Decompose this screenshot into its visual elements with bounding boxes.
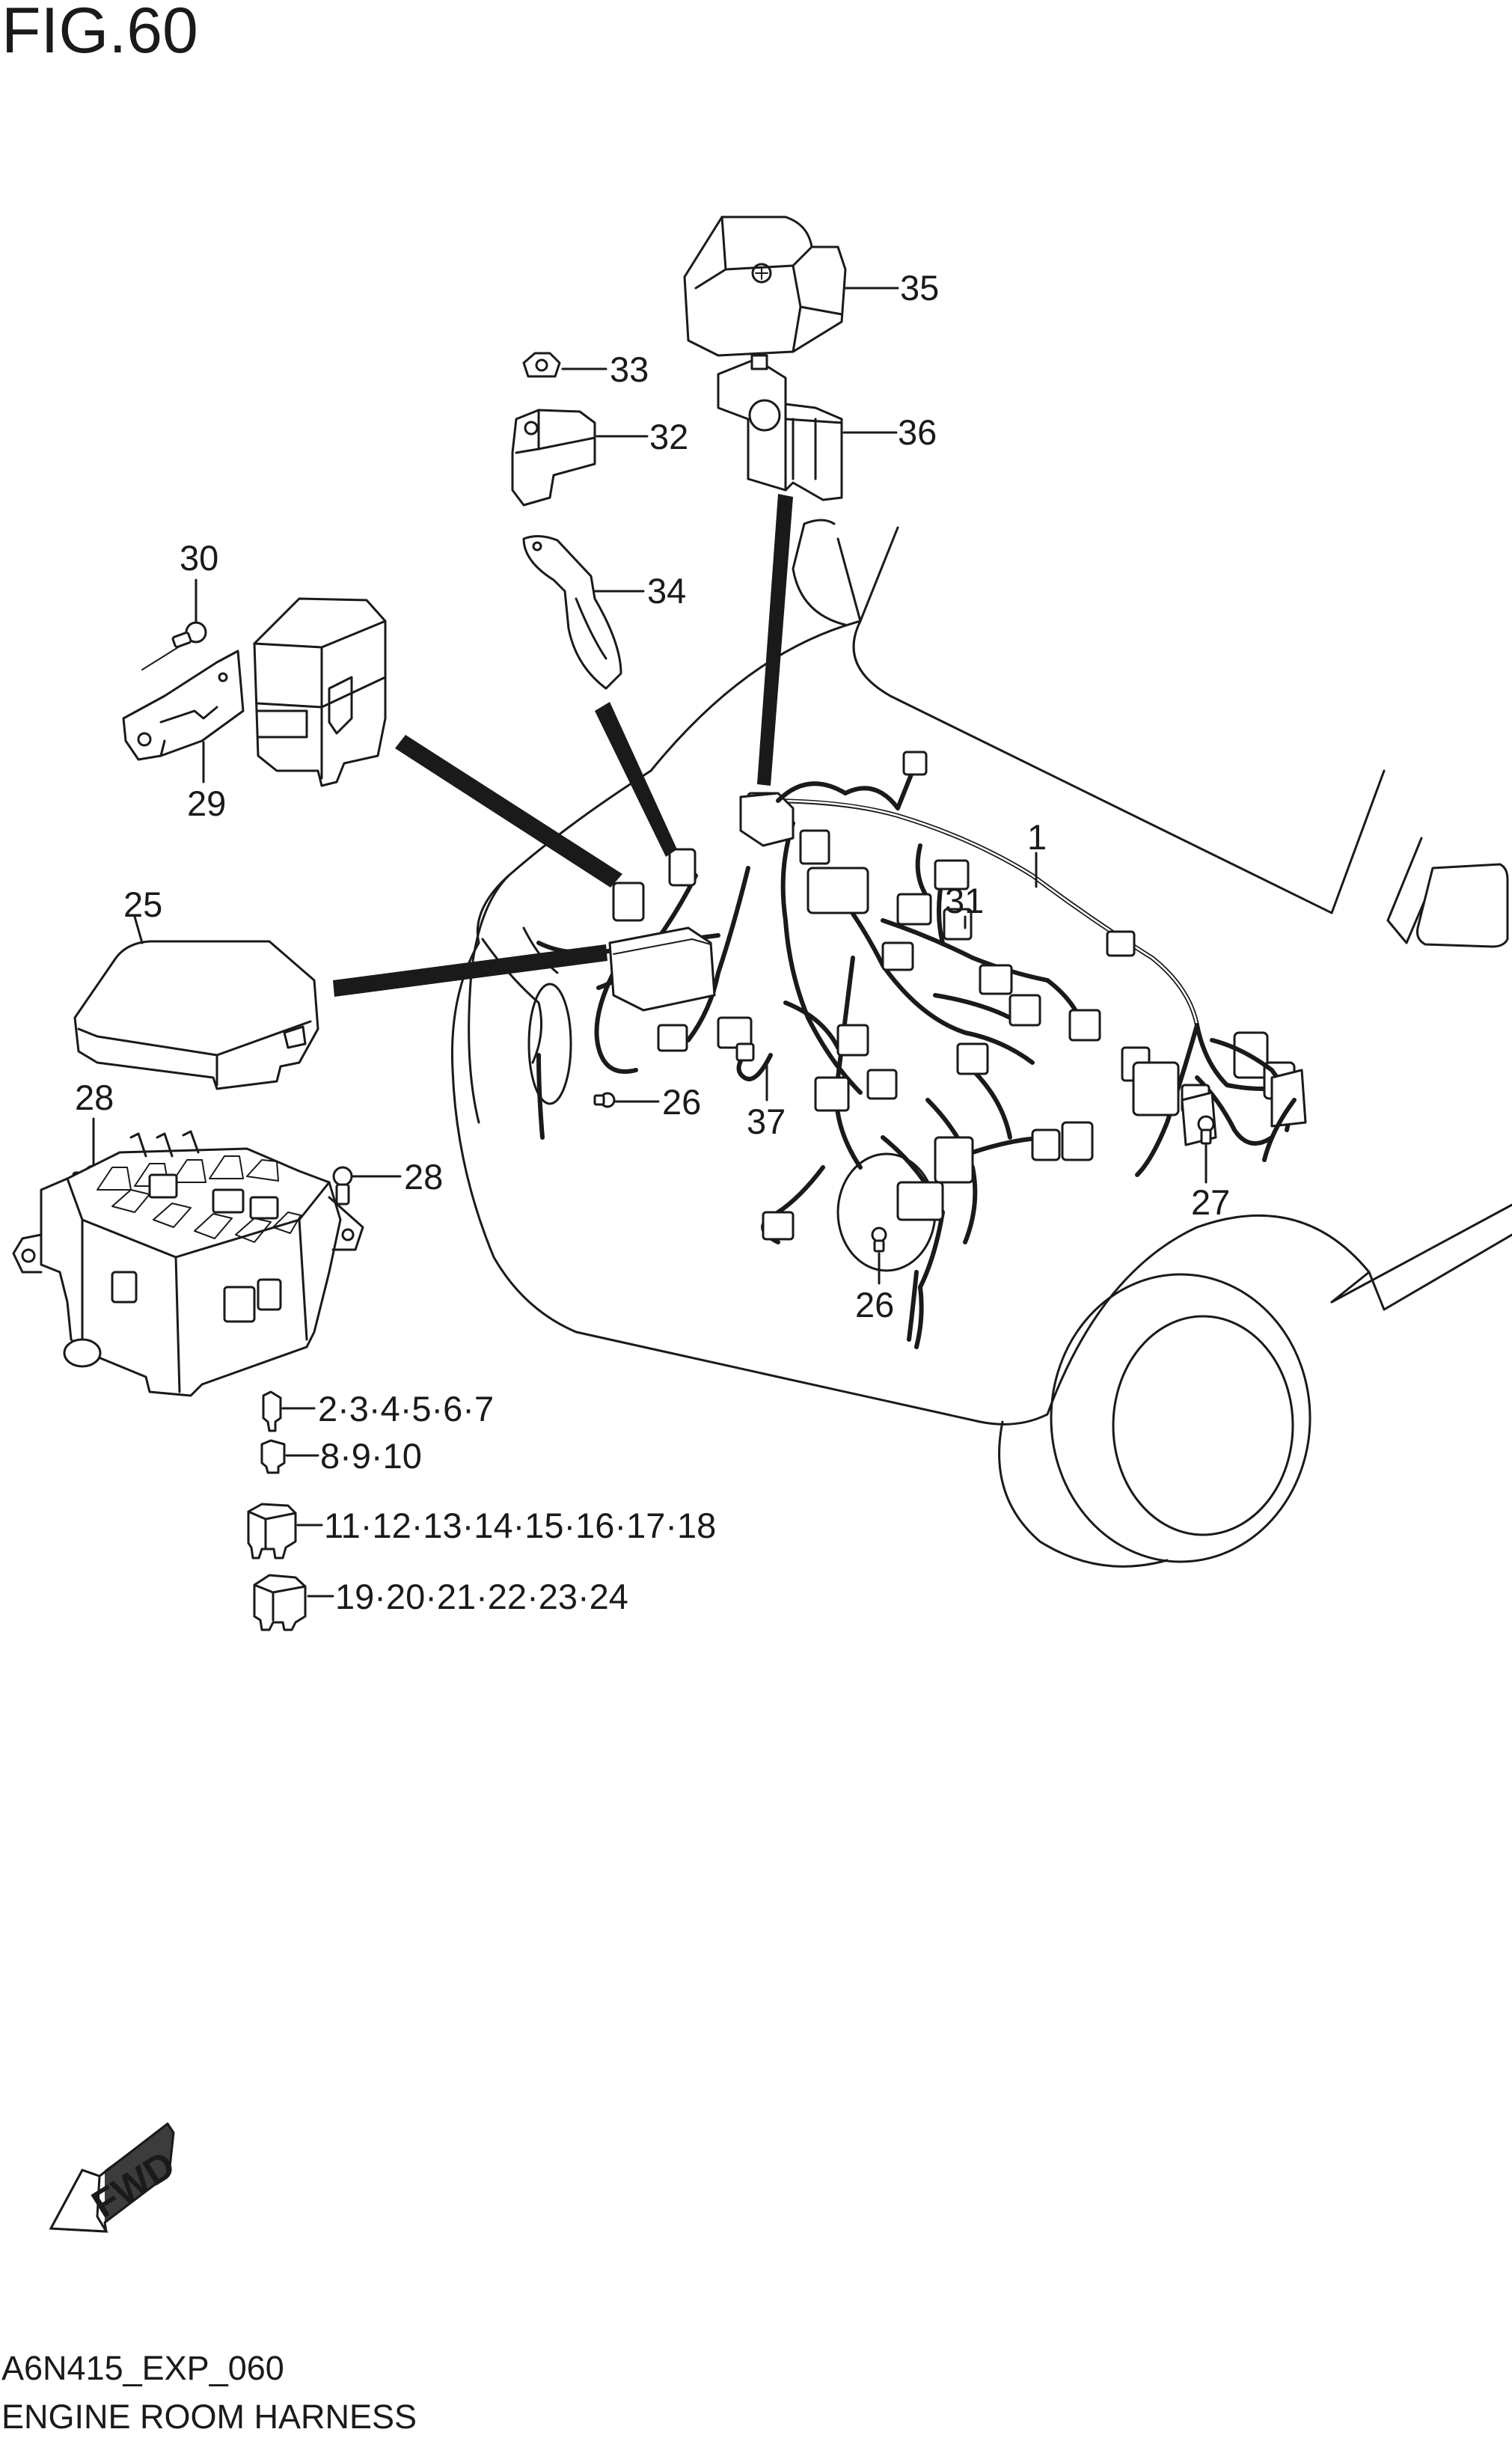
engine-room-harness-assembly xyxy=(536,751,1307,1349)
callout-29: 29 xyxy=(187,783,226,823)
figure-code: A6N415_EXP_060 xyxy=(1,2349,284,2387)
legend-large-relay xyxy=(253,1574,334,1631)
part-35-battery-terminal-cover xyxy=(683,216,899,357)
part-32-fusible-link xyxy=(511,409,649,507)
callout-33: 33 xyxy=(610,349,649,389)
pointer-wedges xyxy=(333,494,793,997)
figure-title: FIG.60 xyxy=(1,0,198,67)
legend-label-large-relay: 19·20·21·22·23·24 xyxy=(335,1577,628,1616)
callout-31: 31 xyxy=(945,881,984,920)
callout-27: 27 xyxy=(1191,1182,1230,1222)
callout-26-upper: 26 xyxy=(662,1082,701,1122)
part-25-fuse-box-cover xyxy=(73,915,319,1090)
legend-label-mini-fuse: 2·3·4·5·6·7 xyxy=(318,1389,494,1429)
part-26-bolt-lower xyxy=(871,1226,887,1285)
callout-26-lower: 26 xyxy=(855,1285,894,1325)
callout-1: 1 xyxy=(1027,817,1047,857)
relay-box xyxy=(253,597,387,787)
fwd-arrow-icon: FWD xyxy=(49,2122,183,2233)
legend-label-fuse: 8·9·10 xyxy=(320,1436,422,1476)
callout-36: 36 xyxy=(898,412,937,452)
part-28-bolt-right xyxy=(332,1166,402,1206)
callout-37: 37 xyxy=(747,1102,786,1141)
legend-relay xyxy=(247,1503,323,1559)
part-27-bolt xyxy=(1197,1115,1215,1184)
part-33-nut xyxy=(522,352,607,378)
callout-34: 34 xyxy=(647,571,686,611)
part-37-connector xyxy=(735,1042,773,1102)
callout-32: 32 xyxy=(649,417,688,456)
fuse-box-main xyxy=(12,1130,364,1397)
callout-28-right: 28 xyxy=(404,1157,443,1197)
part-29-bracket xyxy=(122,650,245,783)
callout-35: 35 xyxy=(900,268,939,308)
figure-name: ENGINE ROOM HARNESS xyxy=(1,2398,417,2436)
part-36-battery-terminal xyxy=(717,354,898,501)
callout-25: 25 xyxy=(123,885,162,924)
part-34-harness-protector xyxy=(522,535,645,690)
callout-30: 30 xyxy=(180,538,218,578)
legend-mini-fuse xyxy=(262,1390,316,1432)
callout-28-left: 28 xyxy=(75,1078,114,1117)
vehicle-body-outline xyxy=(450,519,1512,1568)
legend-fuse xyxy=(260,1439,319,1474)
part-26-bolt-upper xyxy=(593,1092,660,1108)
legend-label-relay: 11·12·13·14·15·16·17·18 xyxy=(324,1506,716,1545)
part-30-bolt xyxy=(141,578,207,670)
